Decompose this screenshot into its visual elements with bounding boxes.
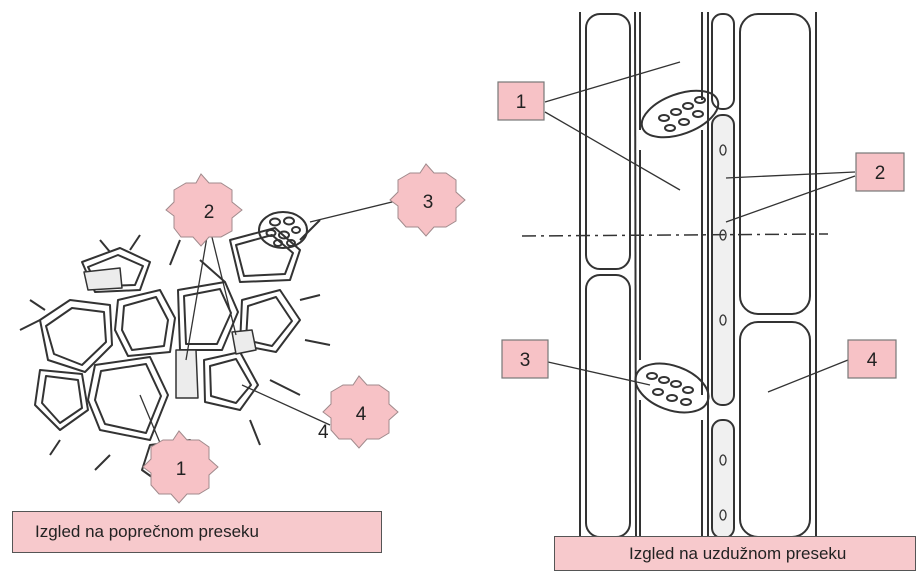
side-label-4: 4	[318, 422, 329, 443]
label-4-text: 4	[867, 350, 878, 371]
marker-2-text: 2	[204, 202, 215, 223]
marker-4: 4	[323, 376, 398, 448]
cross-section-drawing	[20, 200, 400, 490]
marker-3-text: 3	[423, 192, 434, 213]
marker-4-text: 4	[356, 404, 367, 425]
marker-3: 3	[390, 164, 465, 236]
caption-longitudinal-section: Izgled na uzdužnom preseku	[554, 536, 916, 571]
label-2: 2	[856, 153, 904, 191]
label-3: 3	[502, 340, 548, 378]
caption-cross-section: Izgled na poprečnom preseku	[12, 511, 382, 553]
marker-2: 2	[166, 174, 242, 246]
label-3-text: 3	[520, 350, 531, 371]
label-4: 4	[848, 340, 896, 378]
longitudinal-drawing	[522, 12, 855, 540]
label-2-text: 2	[875, 163, 886, 184]
marker-1: 1	[143, 431, 218, 503]
label-1-text: 1	[516, 92, 527, 113]
label-1: 1	[498, 82, 544, 120]
marker-1-text: 1	[176, 459, 187, 480]
